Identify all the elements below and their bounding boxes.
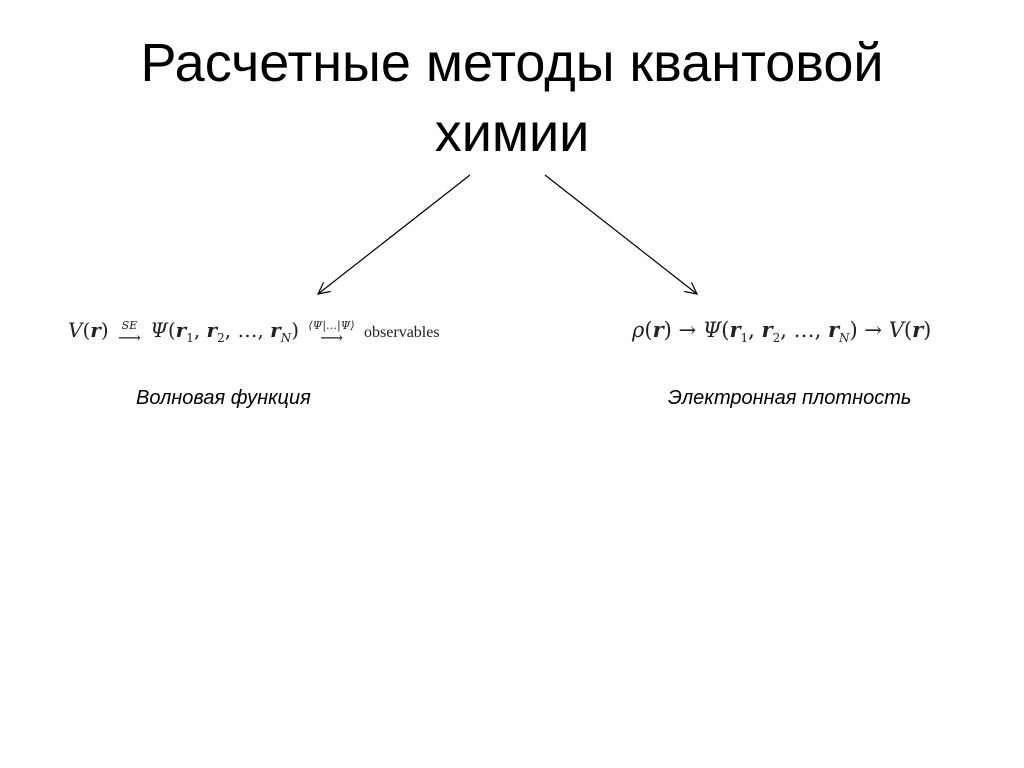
arrow-glyph: ⟶	[117, 327, 141, 347]
ellipsis: …	[237, 318, 258, 342]
rho-symbol: ρ	[632, 318, 645, 342]
arrow-glyph: →	[864, 318, 883, 342]
position-r2: r	[761, 317, 773, 342]
potential-symbol: V	[888, 318, 904, 342]
subscript-N: N	[839, 331, 850, 346]
position-r1: r	[175, 318, 187, 342]
ellipsis: …	[793, 318, 815, 342]
title-line-2: химии	[434, 103, 590, 163]
schrodinger-arrow: SE ⟶	[117, 318, 141, 347]
arrow-to-wavefunction	[318, 174, 471, 294]
position-rN: r	[270, 318, 281, 342]
title-line-1: Расчетные методы квантовой	[140, 33, 884, 93]
subscript-1: 1	[740, 331, 749, 346]
position-r2: r	[206, 318, 218, 342]
position-vector: r	[90, 318, 101, 342]
schrodinger-arrow-label: SE	[121, 318, 138, 332]
psi-symbol: Ψ	[150, 318, 168, 342]
observables-text: observables	[364, 324, 440, 341]
slide-title: Расчетные методы квантовой химии	[62, 28, 962, 168]
electron-density-formula: ρ(r) → Ψ(r1, r2, …, rN) → V(r)	[632, 317, 932, 346]
wavefunction-formula: V(r) SE ⟶ Ψ(r1, r2, …, rN) ⟨Ψ|…|Ψ⟩ ⟶ obs…	[68, 318, 440, 347]
position-r1: r	[729, 317, 741, 342]
subscript-2: 2	[772, 331, 781, 346]
subscript-N: N	[280, 331, 292, 345]
potential-symbol: V	[68, 318, 83, 342]
position-vector: r	[652, 317, 664, 342]
arrow-glyph: →	[678, 318, 697, 342]
subscript-1: 1	[186, 331, 194, 345]
position-rN: r	[827, 317, 840, 342]
psi-symbol: Ψ	[702, 318, 722, 342]
expectation-arrow: ⟨Ψ|…|Ψ⟩ ⟶	[308, 318, 355, 347]
position-vector-end: r	[912, 317, 924, 342]
electron-density-caption: Электронная плотность	[668, 387, 912, 409]
expectation-arrow-label: ⟨Ψ|…|Ψ⟩	[308, 318, 355, 332]
wavefunction-caption: Волновая функция	[136, 387, 311, 409]
subscript-2: 2	[217, 331, 225, 345]
arrow-to-electron-density	[544, 174, 697, 294]
arrow-glyph: ⟶	[320, 327, 343, 347]
